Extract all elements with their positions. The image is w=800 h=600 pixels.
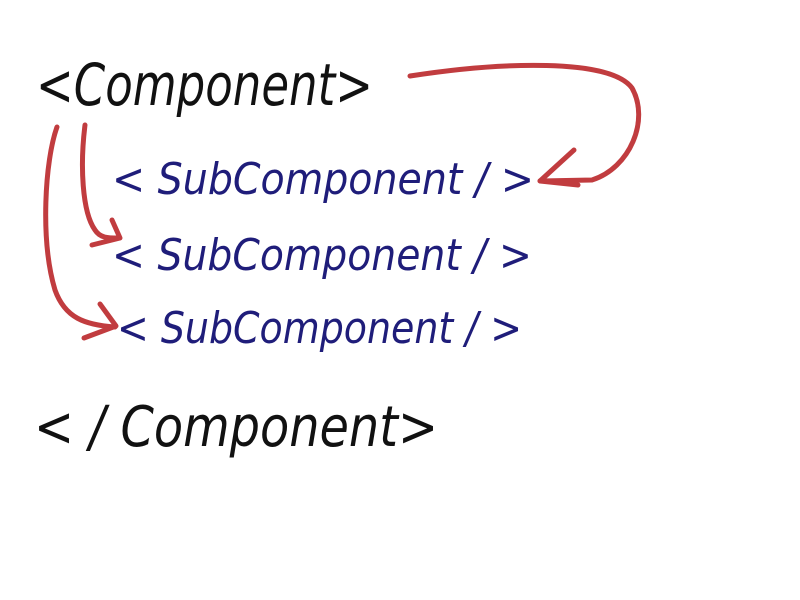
- arrow-to-child-1-head: [537, 147, 581, 188]
- parent-close-tag: < / Component>: [34, 395, 438, 460]
- arrow-to-child-2-head: [89, 217, 123, 248]
- child-tag-1: < SubComponent / >: [112, 154, 534, 205]
- arrow-to-child-3-head: [81, 301, 119, 341]
- child-tag-3: < SubComponent / >: [117, 303, 522, 354]
- connection-arrows: [43, 62, 642, 341]
- arrow-to-child-1: [407, 62, 642, 184]
- arrow-to-child-3: [43, 124, 118, 330]
- arrow-to-child-2: [80, 122, 121, 241]
- child-tag-2: < SubComponent / >: [112, 230, 532, 281]
- parent-open-tag: <Component>: [36, 51, 373, 119]
